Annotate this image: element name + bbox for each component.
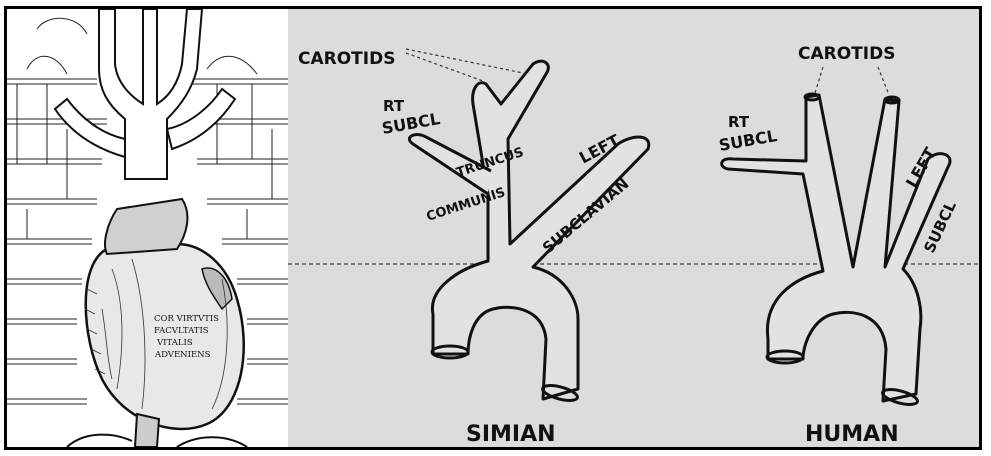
simian-aorta	[409, 61, 648, 399]
inscription-line-3: VITALIS	[156, 338, 193, 348]
figure-frame: COR VIRTVTIS FACVLTATIS VITALIS ADVENIEN…	[4, 6, 982, 450]
simian-carotids-label: CAROTIDS	[298, 49, 395, 69]
inscription-line-2: FACVLTATIS	[154, 326, 209, 336]
heart-engraving: COR VIRTVTIS FACVLTATIS VITALIS ADVENIEN…	[7, 9, 288, 447]
inscription-line-4: ADVENIENS	[154, 350, 211, 360]
simian-title: SIMIAN	[466, 422, 556, 447]
lower-vessels	[67, 414, 247, 447]
aortic-arch-comparison: CAROTIDS RT SUBCL TRUNCUS COMMUNIS LEFT …	[288, 9, 979, 447]
great-vessels	[55, 9, 235, 179]
human-rt-label: RT	[728, 113, 750, 131]
simian-carotid-pointers	[406, 49, 528, 81]
human-subcl-label: SUBCL	[717, 126, 778, 155]
simian-labels: CAROTIDS RT SUBCL TRUNCUS COMMUNIS LEFT …	[298, 49, 632, 447]
heart-engraving-drawing: COR VIRTVTIS FACVLTATIS VITALIS ADVENIEN…	[7, 9, 288, 447]
human-title: HUMAN	[805, 422, 899, 447]
comparison-drawing: CAROTIDS RT SUBCL TRUNCUS COMMUNIS LEFT …	[288, 9, 979, 447]
simian-rt-label: RT	[383, 97, 405, 115]
inscription-line-1: COR VIRTVTIS	[154, 314, 219, 324]
human-carotid-pointers	[815, 67, 889, 95]
human-carotids-label: CAROTIDS	[798, 44, 895, 64]
